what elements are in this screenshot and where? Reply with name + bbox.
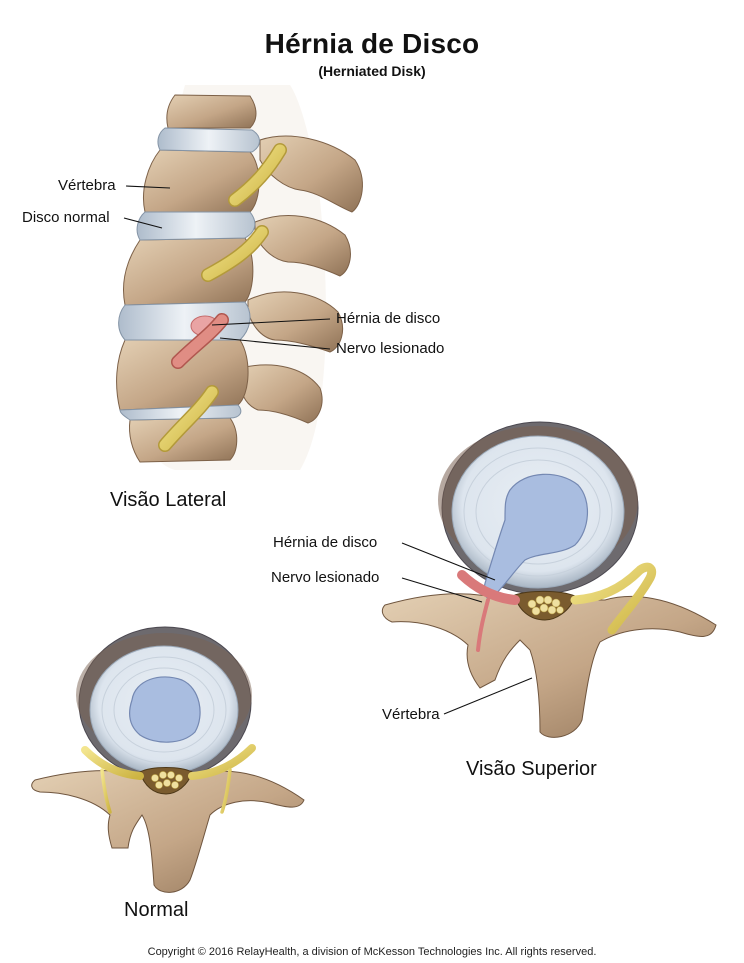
label-herniated-disc-superior: Hérnia de disco	[273, 534, 378, 551]
page-subtitle: (Herniated Disk)	[318, 63, 426, 79]
cord-fibers	[527, 595, 564, 616]
vertebral-bodies	[116, 94, 260, 463]
copyright-notice: Copyright © 2016 RelayHealth, a division…	[147, 946, 597, 958]
spinous-processes	[239, 135, 363, 424]
nerve-roots	[158, 143, 287, 452]
label-vertebra-superior: Vértebra	[382, 706, 440, 723]
superior-nucleus-herniated	[483, 473, 589, 599]
caption-normal-view: Normal	[124, 899, 189, 921]
label-normal-disc: Disco normal	[22, 209, 110, 226]
superior-vertebra-herniated	[381, 421, 717, 738]
page-title: Hérnia de Disco	[264, 28, 480, 59]
caption-superior-view: Visão Superior	[466, 758, 597, 780]
label-damaged-nerve-superior: Nervo lesionado	[271, 569, 380, 586]
label-damaged-nerve-lateral: Nervo lesionado	[336, 340, 445, 357]
superior-leader-lines	[401, 542, 533, 715]
caption-lateral-view: Visão Lateral	[110, 489, 227, 511]
lateral-spine	[116, 85, 363, 470]
normal-vertebra	[31, 626, 305, 893]
label-herniated-disc-lateral: Hérnia de disco	[336, 310, 441, 327]
normal-nucleus	[129, 676, 201, 743]
label-vertebra-lateral: Vértebra	[58, 177, 116, 194]
lateral-leader-lines	[123, 185, 331, 350]
